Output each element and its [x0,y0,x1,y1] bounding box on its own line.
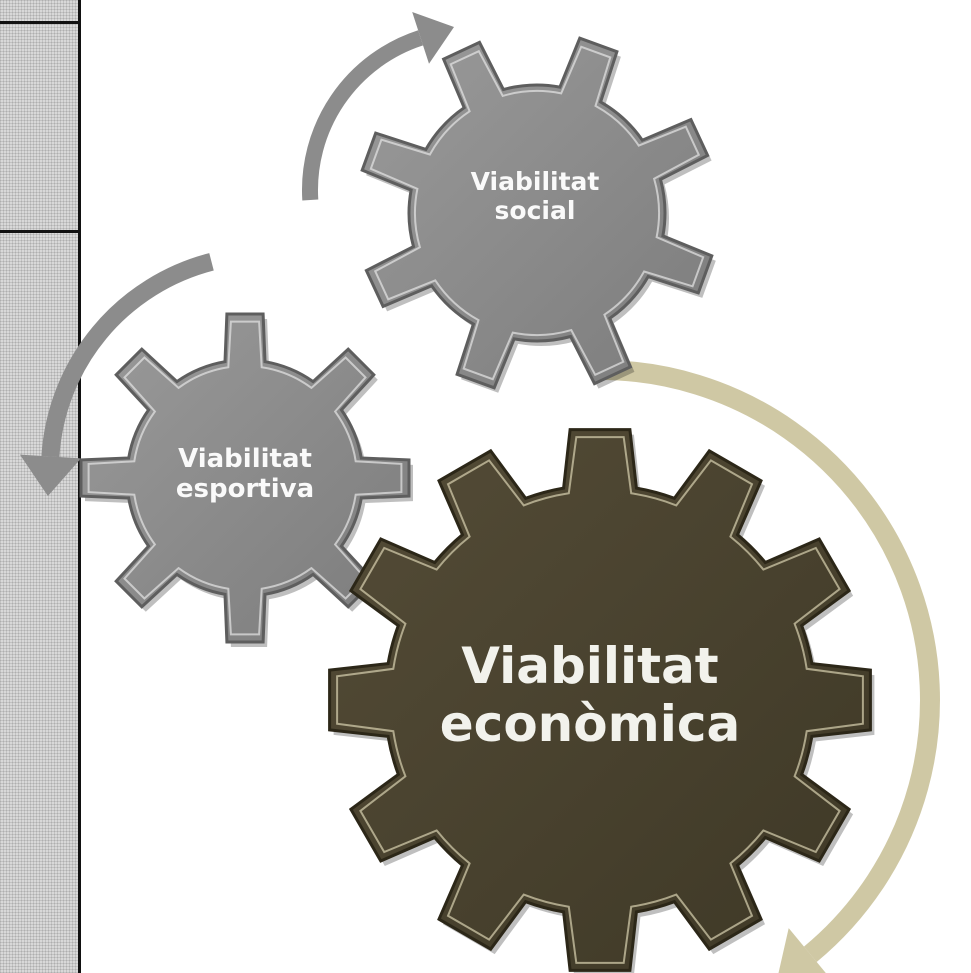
gear-social-body [360,36,714,390]
gear-social-bevel [369,45,705,381]
gear-economica-line1: Viabilitat [461,637,719,695]
gear-esportiva-bevel [87,320,403,636]
panel-divider [0,230,78,233]
gear-economica-bevel [336,436,864,964]
gear-social-line1: Viabilitat [470,167,600,196]
gear-esportiva-label: Viabilitat esportiva [140,444,350,505]
arrow-top-shaft [301,30,424,201]
gear-economica-label: Viabilitat econòmica [420,637,760,753]
gear-esportiva-line1: Viabilitat [178,444,312,474]
arrow-left-shaft [41,253,214,458]
left-panel [0,0,81,973]
arrow-right-curved [599,360,940,973]
gear-social-label: Viabilitat social [430,167,640,226]
arrow-right-head [778,928,826,973]
gear-social [360,36,716,393]
arrow-right-shaft [599,360,940,962]
gear-esportiva-line2: esportiva [175,473,315,504]
gear-esportiva [79,312,413,647]
gear-economica-body [328,428,872,972]
arrow-top-head [412,12,454,64]
arrow-top-curved [301,12,454,201]
gear-esportiva-body [79,312,411,644]
panel-top-line [0,21,78,24]
arrow-left-head [19,454,81,496]
gear-economica [328,428,875,973]
arrow-left-curved [19,253,214,496]
gear-social-line2: social [494,195,576,225]
gear-economica-line2: econòmica [439,694,741,753]
